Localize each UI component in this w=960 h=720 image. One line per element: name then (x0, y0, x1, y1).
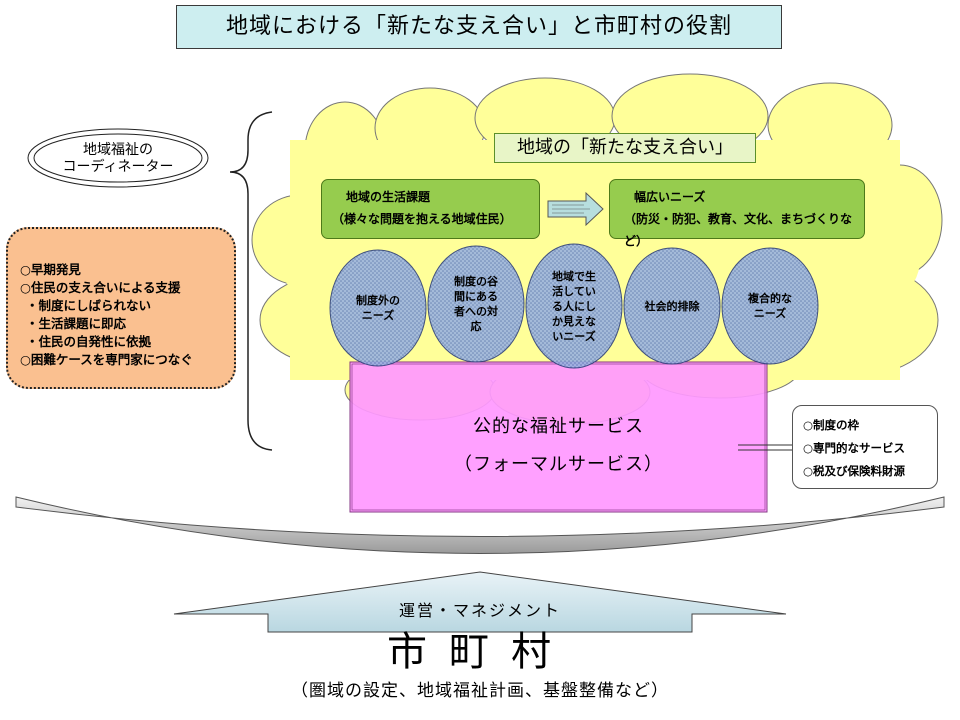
formal-service-label: 公的な福祉サービス （フォーマルサービス） (350, 408, 767, 484)
ellipse-text: 応 (470, 320, 482, 333)
life-issues-title: 地域の生活課題 (346, 190, 431, 204)
coordinator-label: 地域福祉の コーディネーター (28, 130, 208, 188)
ellipse-text: 活してい (552, 284, 596, 298)
coordinator-role-box: ○早期発見 ○住民の支え合いによる支援 ・制度にしばられない ・生活課題に即応 … (6, 227, 236, 389)
role-item: ・生活課題に即応 (26, 316, 127, 331)
wide-needs-box: 幅広いニーズ （防災・防犯、教育、文化、まちづくりなど） (609, 179, 865, 248)
management-label: 運営・マネジメント (398, 601, 561, 620)
role-item: ○早期発見 (20, 262, 81, 277)
wide-needs-title: 幅広いニーズ (634, 190, 706, 204)
formal-features-list: ○制度の枠 ○専門的なサービス ○税及び保険料財源 (792, 405, 938, 489)
coordinator-ellipse (27, 128, 209, 188)
role-item: ・住民の自発性に依拠 (26, 334, 152, 349)
ellipse-text: ニーズ (753, 307, 787, 320)
cloud-label: 地域の「新たな支え合い」 (494, 133, 756, 163)
coordinator-line1: 地域福祉の (83, 142, 153, 158)
municipality-title: 市町村 (387, 629, 573, 675)
ellipse-label-exclusion: 社会的排除 (624, 248, 720, 364)
ellipse-text: る人にし (552, 299, 596, 313)
needs-ellipses (329, 243, 819, 369)
ellipse-text: か見えな (552, 314, 596, 328)
formal-feature: ○税及び保険料財源 (803, 464, 906, 478)
ellipse-text: ニーズ (361, 309, 395, 322)
ellipse-text: 間にある (454, 290, 498, 303)
arc-shape (15, 496, 945, 554)
formal-service-box (349, 361, 768, 513)
ellipse-text: いニーズ (552, 329, 596, 343)
wide-needs-sub: （防災・防犯、教育、文化、まちづくりなど） (624, 212, 853, 248)
ellipse-text: 社会的排除 (644, 299, 700, 313)
page-title: 地域における「新たな支え合い」と市町村の役割 (176, 5, 782, 49)
life-issues-sub: （様々な問題を抱える地域住民） (332, 212, 512, 226)
role-item: ○困難ケースを専門家につなぐ (20, 352, 193, 367)
ellipse-label-complex: 複合的な ニーズ (722, 248, 818, 364)
formal-line2: （フォーマルサービス） (454, 454, 663, 475)
municipality-subtitle: （圏域の設定、地域福祉計画、基盤整備など） (291, 681, 669, 701)
life-issues-box: 地域の生活課題 （様々な問題を抱える地域住民） (321, 179, 540, 239)
up-arrow-icon (173, 571, 787, 633)
ellipse-text: 地域で生 (552, 269, 596, 283)
role-item: ○住民の支え合いによる支援 (20, 280, 181, 295)
right-arrow-icon (547, 191, 604, 227)
ellipse-label-local: 地域で生 活してい る人にし か見えな いニーズ (526, 244, 622, 368)
role-item: ・制度にしばられない (26, 298, 152, 313)
formal-feature: ○専門的なサービス (803, 441, 906, 455)
connector-lines (738, 444, 792, 451)
ellipse-text: 制度外の (356, 294, 400, 307)
ellipse-text: 者への対 (454, 305, 498, 318)
coordinator-line2: コーディネーター (62, 159, 174, 175)
ellipse-label-outside-system: 制度外の ニーズ (330, 250, 426, 366)
ellipse-text: 制度の谷 (454, 275, 498, 288)
formal-line1: 公的な福祉サービス (473, 416, 644, 437)
bracket-shape (229, 111, 273, 451)
formal-feature: ○制度の枠 (803, 418, 860, 432)
ellipse-label-gap: 制度の谷 間にある 者への対 応 (428, 246, 524, 362)
ellipse-text: 複合的な (748, 292, 792, 305)
